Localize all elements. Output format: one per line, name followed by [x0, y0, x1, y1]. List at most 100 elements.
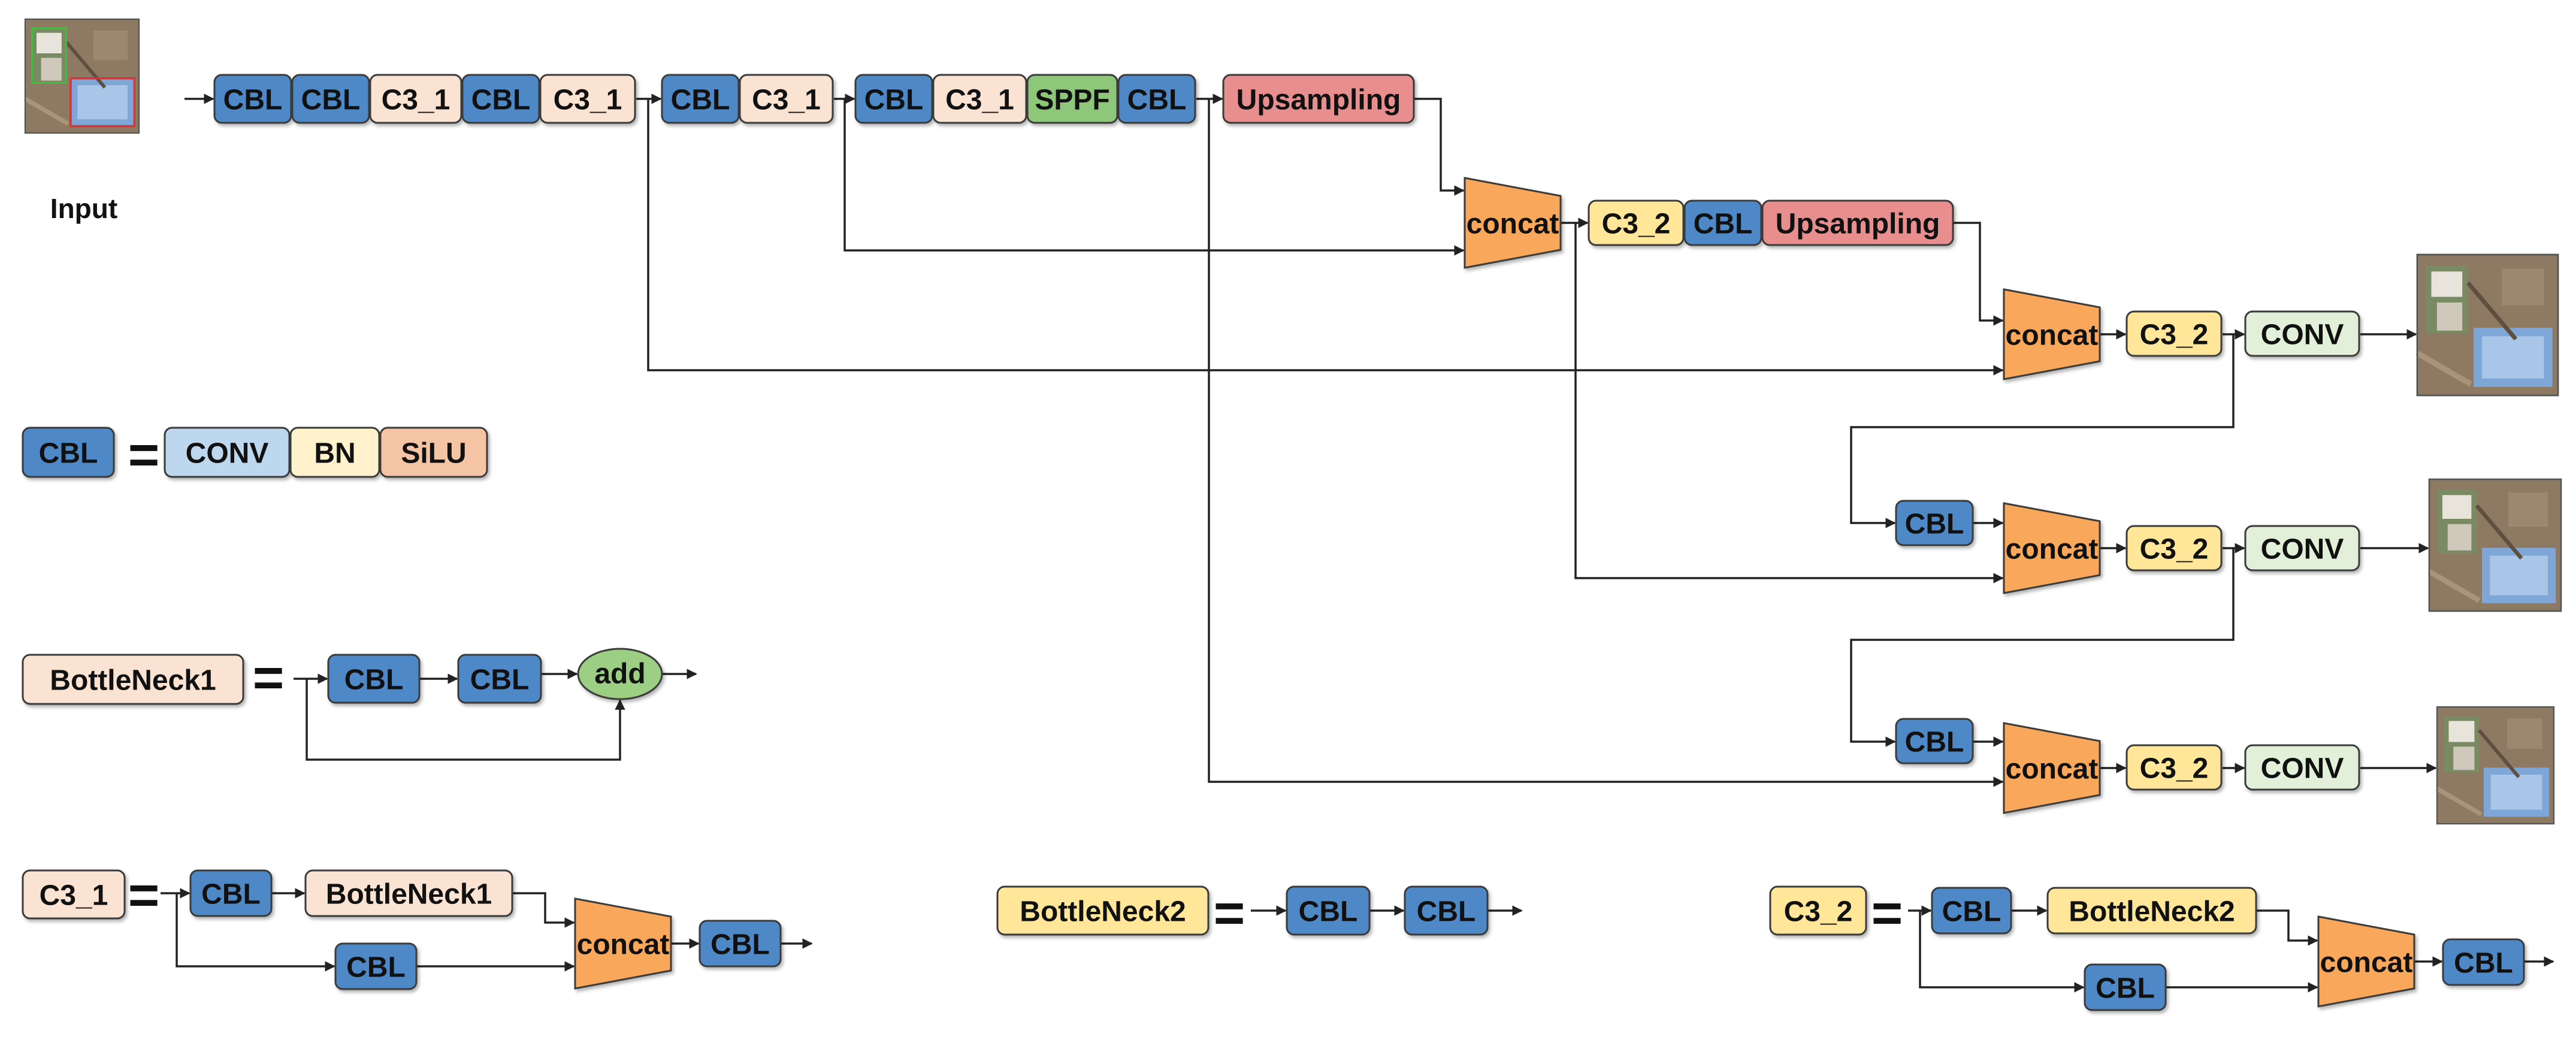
cbl-block-4-shape: [661, 74, 740, 124]
conv-head-2-label: CONV: [2261, 534, 2344, 566]
bottleneck2-cbl-2-shape: [1404, 885, 1489, 936]
bottleneck2-cbl-2-label: CBL: [1417, 896, 1476, 928]
output-image-2: [2429, 479, 2561, 611]
input-caption: Input: [50, 193, 117, 224]
concat-block-2-label: concat: [2006, 320, 2099, 352]
legend-conv-shape: [164, 427, 291, 478]
cbl-block-9: CBL: [1895, 718, 1974, 764]
c3-1-def-concat-shape: [574, 897, 672, 990]
cbl-block-8: CBL: [1895, 500, 1974, 546]
legend-bn-shape: [289, 427, 380, 478]
c3-1-block-4: C3_1: [932, 74, 1027, 124]
c3-1-block-3-label: C3_1: [752, 84, 821, 116]
legend-conv: CONV: [164, 427, 291, 478]
c3-2-def-bottleneck2: BottleNeck2: [2046, 887, 2257, 935]
bottleneck1-cbl-2: CBL: [457, 654, 542, 704]
c3-1-block-4-shape: [932, 74, 1027, 124]
c3-2-def-cbl-1-shape: [1931, 887, 2012, 935]
add-node-label: add: [594, 658, 645, 690]
output-image-3: [2437, 707, 2554, 824]
c3-1-block-2: C3_1: [539, 74, 636, 124]
legend-bottleneck1-shape: [22, 654, 244, 705]
c3-1-block-3-shape: [739, 74, 834, 124]
sppf-block-label: SPPF: [1035, 84, 1109, 116]
legend-c3-1-equals: =: [128, 866, 160, 926]
c3-1-def-cbl-2: CBL: [334, 942, 418, 990]
c3-2-block-1-shape: [1588, 199, 1685, 246]
cbl-block-3: CBL: [461, 74, 540, 124]
cbl-block-4-label: CBL: [671, 84, 730, 116]
add-node-shape: [577, 648, 663, 700]
conv-head-1-label: CONV: [2261, 319, 2344, 351]
cbl-block-2-shape: [291, 74, 370, 124]
cbl-block-1-shape: [213, 74, 292, 124]
cbl-block-5: CBL: [854, 74, 933, 124]
concat-block-1-shape: [1464, 177, 1562, 269]
concat-block-4-shape: [2003, 722, 2101, 814]
bottleneck1-cbl-2-label: CBL: [470, 664, 530, 696]
c3-1-block-2-label: C3_1: [554, 84, 622, 116]
cbl-block-1: CBL: [213, 74, 292, 124]
cbl-block-5-label: CBL: [864, 84, 924, 116]
edge-upsampling-concat1: [1414, 98, 1465, 196]
c3-1-block-1-label: C3_1: [382, 84, 451, 116]
legend-bottleneck1-equals: =: [253, 648, 285, 708]
c3-1-def-cbl-2-label: CBL: [346, 952, 406, 984]
concat-block-2: concat: [2003, 288, 2101, 380]
c3-1-block-3: C3_1: [739, 74, 834, 124]
c3-2-block-4-shape: [2125, 744, 2223, 791]
edge-c32-cbl9: [1850, 548, 2235, 747]
edge-c32def-bn2-concat: [2256, 909, 2318, 946]
c3-2-def-cbl-1-label: CBL: [1942, 896, 2001, 928]
cbl-block-7: CBL: [1683, 199, 1762, 246]
cbl-block-3-shape: [461, 74, 540, 124]
c3-1-def-cbl-3-shape: [699, 920, 782, 968]
c3-2-def-cbl-2-label: CBL: [2096, 973, 2155, 1005]
cbl-block-9-label: CBL: [1905, 727, 1964, 758]
c3-2-block-2: C3_2: [2125, 310, 2223, 357]
conv-head-2: CONV: [2244, 525, 2360, 572]
c3-1-def-cbl-3: CBL: [699, 920, 782, 968]
legend-c3-1: C3_1: [22, 869, 126, 920]
legend-c3-2-equals: =: [1871, 884, 1903, 944]
legend-silu: SiLU: [379, 427, 488, 478]
legend-cbl-equals: =: [128, 425, 160, 485]
cbl-block-4: CBL: [661, 74, 740, 124]
legend-bottleneck2-shape: [996, 885, 1210, 936]
c3-2-def-concat-label: concat: [2320, 947, 2413, 979]
legend-bn-label: BN: [314, 438, 355, 470]
upsampling-block-2-label: Upsampling: [1776, 208, 1940, 240]
c3-1-block-4-label: C3_1: [945, 84, 1014, 116]
cbl-block-6-label: CBL: [1127, 84, 1187, 116]
bottleneck2-cbl-2: CBL: [1404, 885, 1489, 936]
c3-2-def-cbl-2: CBL: [2084, 963, 2167, 1011]
legend-silu-shape: [379, 427, 488, 478]
conv-head-1: CONV: [2244, 310, 2360, 357]
c3-1-def-bottleneck1-shape: [304, 869, 513, 917]
edge-c32def-branch: [1919, 911, 2085, 993]
edge-skip-c31-concat2: [647, 99, 2004, 376]
c3-1-def-cbl-1: CBL: [189, 869, 273, 917]
cbl-block-6-shape: [1117, 74, 1196, 124]
legend-bottleneck2: BottleNeck2: [996, 885, 1210, 936]
cbl-block-8-label: CBL: [1905, 509, 1964, 540]
c3-2-block-1-label: C3_2: [1602, 208, 1671, 240]
legend-bn: BN: [289, 427, 380, 478]
cbl-block-3-label: CBL: [471, 84, 531, 116]
legend-silu-label: SiLU: [401, 438, 466, 470]
c3-1-def-cbl-2-shape: [334, 942, 418, 990]
bottleneck1-cbl-1-label: CBL: [344, 664, 404, 696]
legend-cbl-label: CBL: [39, 438, 98, 470]
legend-c3-2-shape: [1769, 885, 1867, 936]
c3-1-block-1-shape: [369, 74, 462, 124]
bottleneck1-cbl-1: CBL: [327, 654, 421, 704]
output-image-1: [2417, 255, 2558, 395]
c3-2-def-bottleneck2-shape: [2046, 887, 2257, 935]
concat-block-1: concat: [1464, 177, 1562, 269]
sppf-block-shape: [1026, 74, 1118, 124]
edge-skip-cbl6-concat4: [1208, 99, 2004, 787]
c3-1-def-cbl-1-shape: [189, 869, 273, 917]
c3-1-def-bottleneck1: BottleNeck1: [304, 869, 513, 917]
bottleneck1-cbl-2-shape: [457, 654, 542, 704]
